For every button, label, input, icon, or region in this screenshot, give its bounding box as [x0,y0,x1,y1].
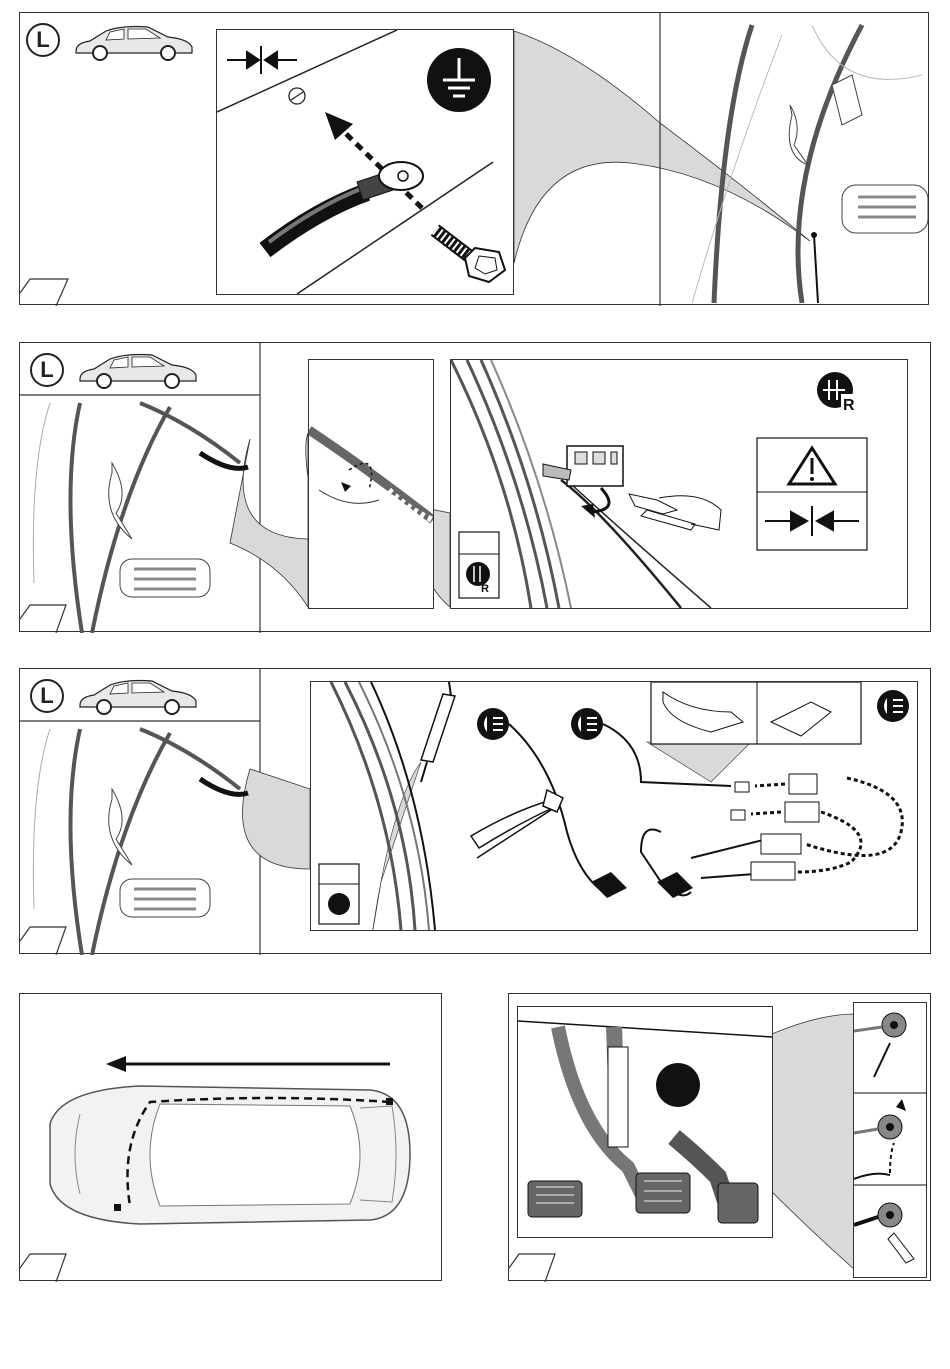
car-left-side-icon [72,21,196,65]
page-corner-mark [20,605,66,633]
step-2-panel: L [19,342,931,632]
ground-bolt-detail-box [216,29,514,295]
grommet-icon [656,1063,700,1107]
step-5-panel [508,993,931,1281]
grommet-icon [854,1013,906,1077]
side-badge-left: L [30,353,64,387]
accelerator-pedal-icon [718,1183,758,1223]
connector-icon [785,802,819,822]
fog-light-icon [877,690,909,722]
fog-light-icon [477,708,509,740]
fog-light-icon [328,893,350,915]
test-lamp-icon [421,682,455,782]
zoom-cone [230,433,320,607]
step-3-panel: L [19,668,931,954]
reverse-badge-letter: R [843,397,855,414]
tape-removal-detail-box [308,359,434,609]
grommet-steps-box [853,1002,927,1278]
side-badge-letter: L [36,27,49,53]
pliers-icon [888,1233,914,1263]
direction-arrow-icon [106,1056,390,1072]
pedal-area-detail-box [517,1006,773,1238]
fog-light-icon [571,708,603,740]
connector-icon [751,862,795,880]
bolt-icon [435,230,505,282]
grommet-icon [854,1099,906,1179]
ground-symbol-icon [427,48,491,112]
step-4-panel [19,993,442,1281]
reverse-light-connector-box: R R [450,359,908,609]
cutting-pliers-icon [471,790,563,858]
connector-icon [789,774,817,794]
side-badge-letter: L [40,357,53,383]
pliers-icon [629,494,721,530]
page-corner-mark [509,1254,555,1282]
brake-pedal-icon [636,1173,690,1213]
car-left-side-icon [76,349,200,393]
step-1-panel: L [19,12,929,305]
side-badge-letter: L [40,683,53,709]
page-corner-mark [20,927,66,955]
connector-icon [761,834,801,854]
fog-light-wiring-box [310,681,918,931]
clamp-arrows-icon [227,46,297,74]
side-badge-left: L [26,23,60,57]
car-top-view-icon [50,1086,410,1224]
b-pillar-ground-location [662,15,928,303]
page-corner-mark [20,1254,66,1282]
zoom-cone [243,769,311,869]
pedal-area-icon [518,1007,772,1237]
page-corner-mark [20,279,68,306]
arrow-icon [341,482,351,492]
car-left-side-icon [76,675,200,719]
cut-wire-icon [591,872,627,898]
grommet-icon [854,1203,914,1263]
side-badge-left: L [30,679,64,713]
reverse-inset-letter: R [481,583,489,595]
